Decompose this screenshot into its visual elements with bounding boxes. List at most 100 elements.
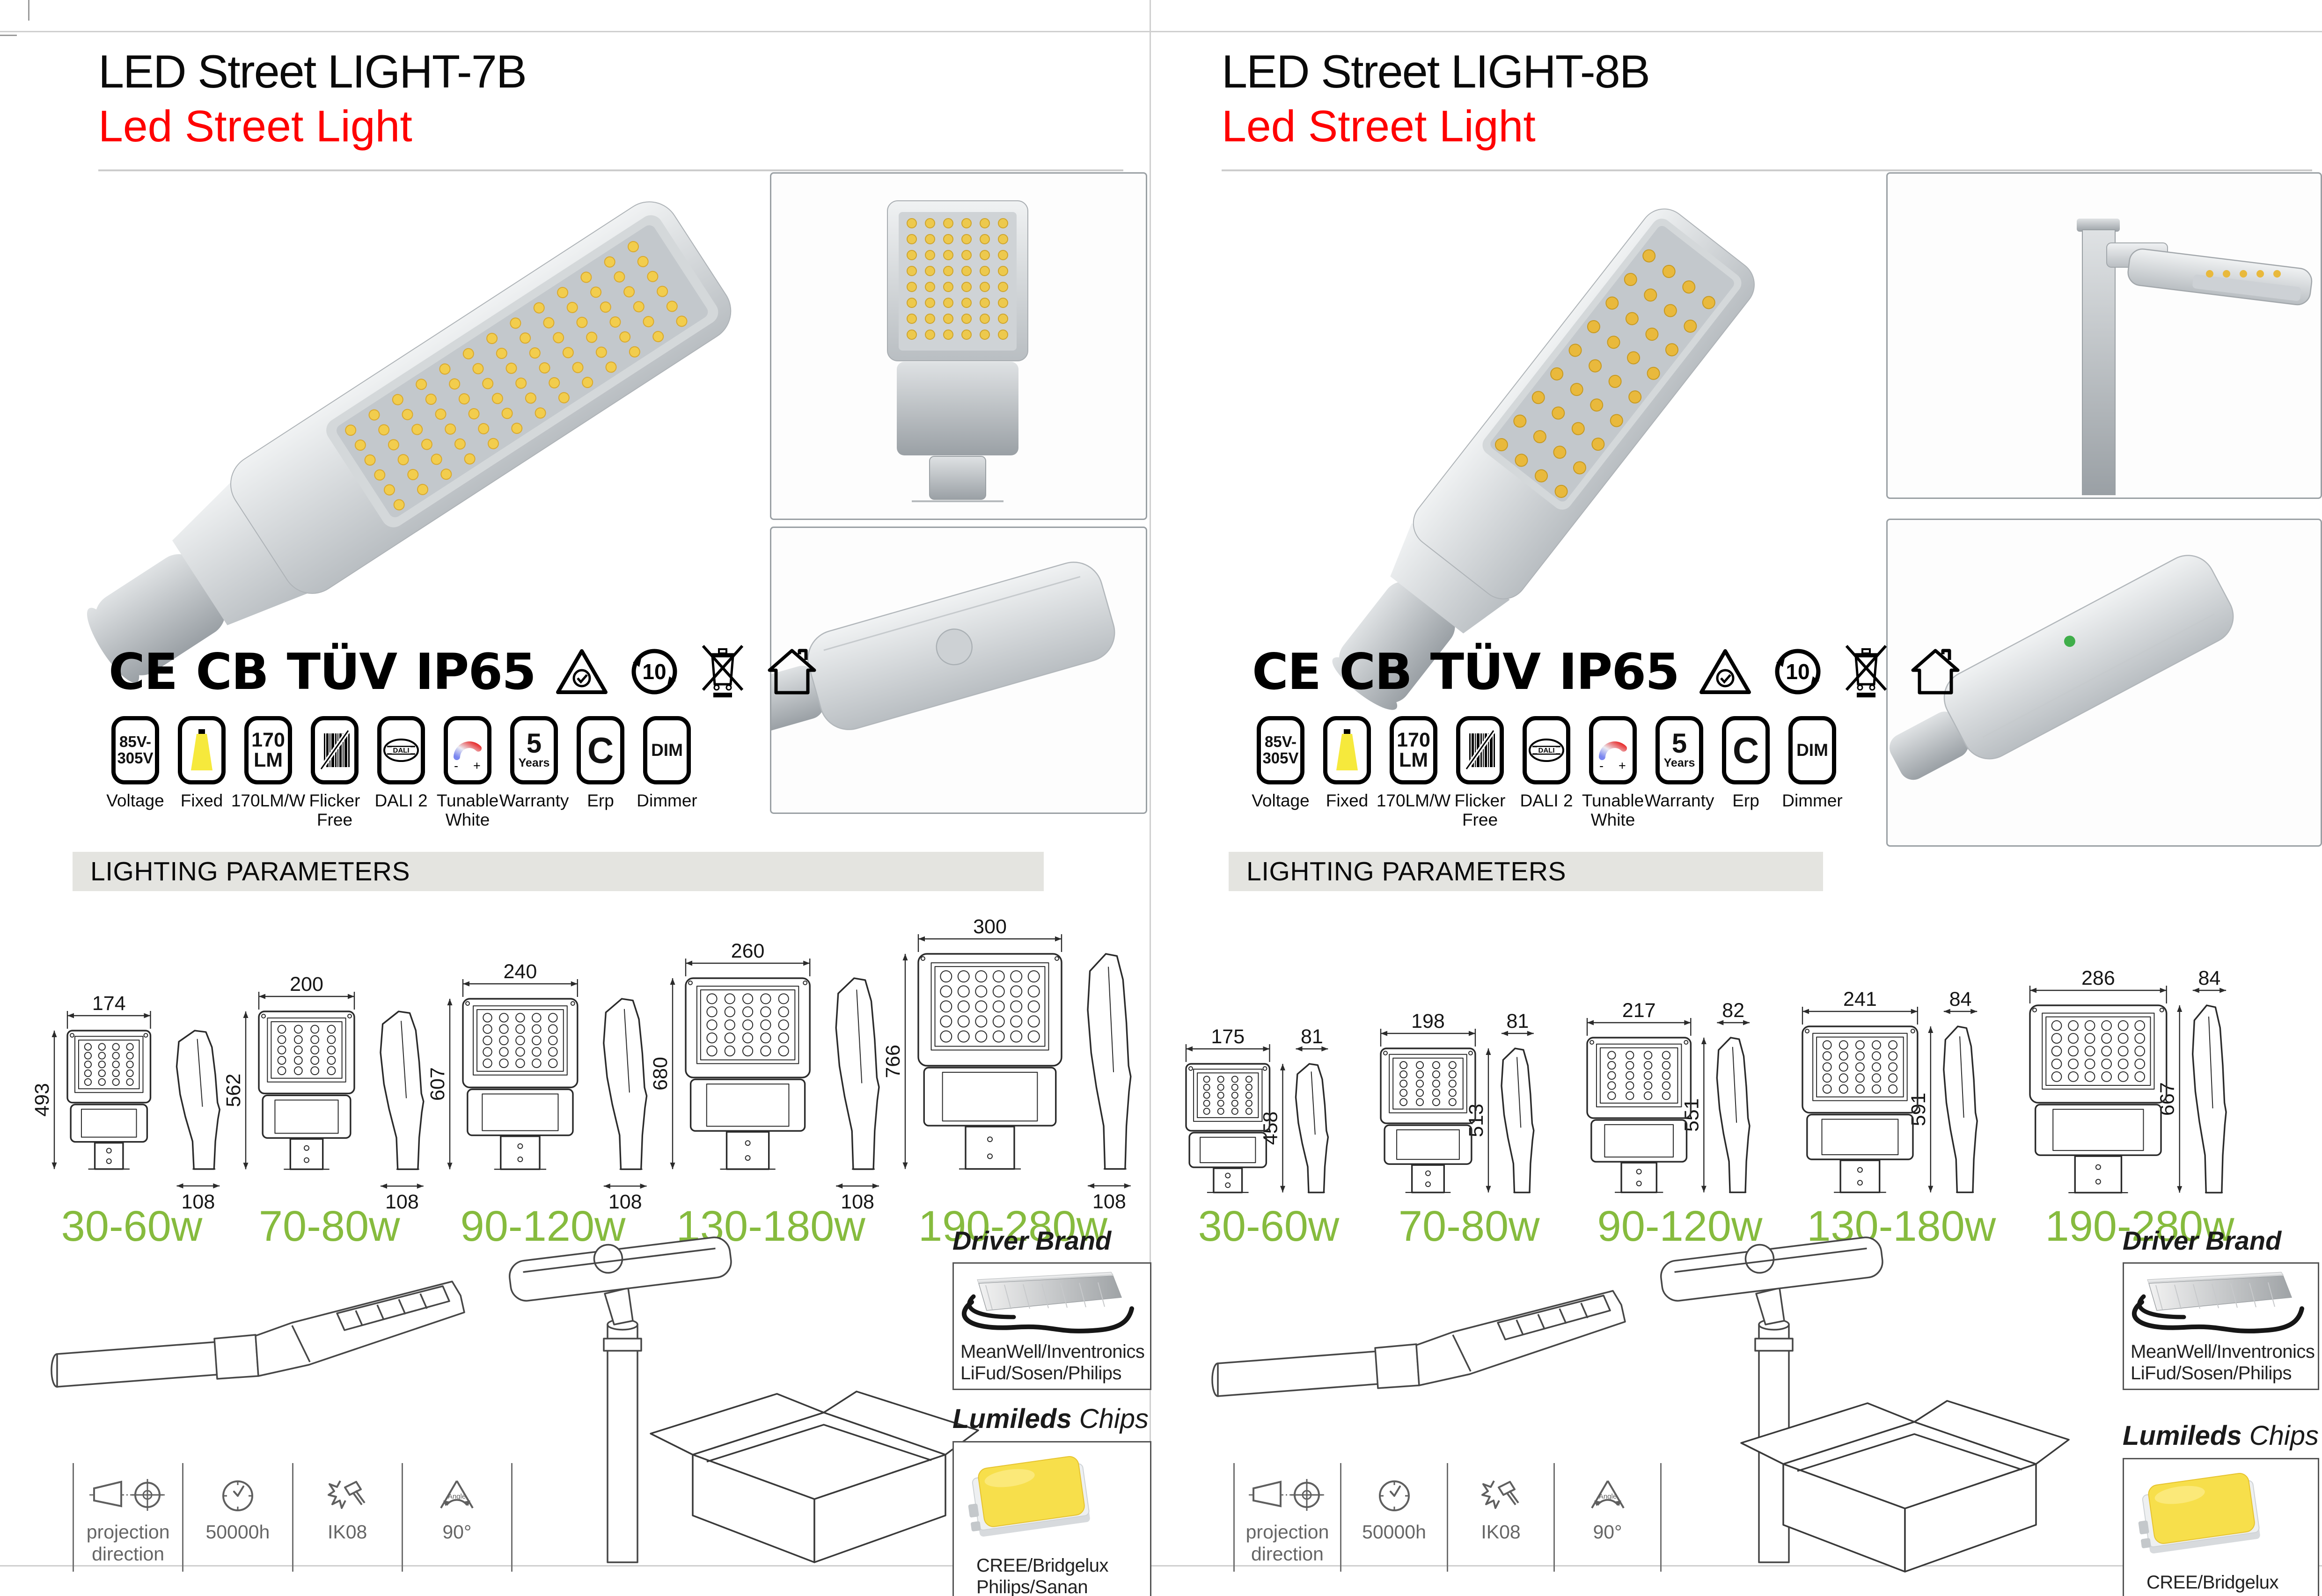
spec-beam-angle-icon: Angle <box>1588 1466 1627 1515</box>
spec-impact-rating: IK08 <box>1447 1463 1553 1572</box>
product-photo <box>1161 163 1853 710</box>
spec-label: 90° <box>1593 1521 1622 1543</box>
pole-mount-illustration-horizontal <box>1208 1239 1629 1455</box>
ce-mark-icon: CE <box>1252 643 1321 701</box>
spec-label: 50000h <box>1362 1521 1426 1543</box>
svg-text:81: 81 <box>1301 1025 1323 1048</box>
ce-mark-icon: CE <box>109 643 178 701</box>
feature-erp: C Erp <box>567 716 634 830</box>
spec-beam-angle: Angle 90° <box>1553 1463 1662 1572</box>
led-chip-photo <box>2128 1464 2314 1569</box>
photo-frame-top <box>1886 172 2322 499</box>
chips-brand-name: Lumileds <box>2123 1420 2242 1451</box>
svg-text:300: 300 <box>973 915 1007 938</box>
tuv-mark-icon: TÜV <box>1430 643 1541 701</box>
wattage-range: 190-280w <box>918 1202 1108 1250</box>
svg-text:108: 108 <box>182 1191 215 1213</box>
svg-text:108: 108 <box>385 1191 419 1213</box>
feature-label: Erp <box>587 791 614 810</box>
erp-letter: C <box>1732 729 1759 771</box>
trim-rule-bottom <box>0 1565 2322 1567</box>
svg-text:108: 108 <box>608 1191 642 1213</box>
feature-label: Tunable White <box>436 791 499 830</box>
svg-text:241: 241 <box>1843 988 1877 1010</box>
lighting-parameters-heading: LIGHTING PARAMETERS <box>90 857 410 886</box>
svg-text:Angle: Angle <box>448 1493 466 1501</box>
svg-text:10: 10 <box>1786 659 1809 684</box>
svg-text:591: 591 <box>1907 1092 1930 1126</box>
svg-text:10: 10 <box>642 659 666 684</box>
spec-lifetime: 50000h <box>1340 1463 1447 1572</box>
svg-text:82: 82 <box>1722 999 1744 1022</box>
product-photo <box>37 163 732 683</box>
chips-box: CREE/Bridgelux Philips/Sanan <box>952 1441 1151 1596</box>
svg-text:551: 551 <box>1680 1098 1703 1132</box>
house-safety-icon <box>765 647 819 696</box>
light-beam-glyph <box>191 729 212 770</box>
photo-frame-top <box>770 172 1147 520</box>
dim-text: DIM <box>651 740 683 760</box>
packaging-carton-drawing <box>1727 1324 2070 1576</box>
svg-text:680: 680 <box>649 1057 672 1091</box>
feature-flicker-free: Flicker Free <box>301 716 368 830</box>
warranty-unit: Years <box>1663 756 1695 770</box>
svg-text:493: 493 <box>31 1083 53 1117</box>
crop-mark <box>0 35 17 36</box>
chip-brands-line1: CREE/Bridgelux <box>2146 1572 2279 1593</box>
house-safety-icon <box>1908 647 1963 696</box>
svg-text:-: - <box>454 759 458 773</box>
voltage-min: 85V- <box>119 733 151 751</box>
lighting-parameters-bar: LIGHTING PARAMETERS <box>73 852 1044 891</box>
packaging-carton-drawing <box>637 1314 979 1567</box>
rohs-10-years-icon: 10 <box>628 645 681 698</box>
driver-brands-line1: MeanWell/Inventronics <box>2131 1341 2315 1362</box>
feature-flicker-free: Flicker Free <box>1447 716 1513 830</box>
feature-label: DALI 2 <box>374 791 428 810</box>
lumen-value: 170 <box>251 729 285 751</box>
spec-lifetime-icon <box>219 1466 256 1515</box>
driver-brand-heading: Driver Brand <box>2123 1226 2282 1255</box>
feature-tunable-white: -+Tunable White <box>1580 716 1646 830</box>
feature-label: Tunable White <box>1582 791 1644 830</box>
rcm-mark-icon <box>554 647 609 696</box>
feature-label: Warranty <box>499 791 569 810</box>
pole-mount-illustration-vertical <box>473 1188 763 1563</box>
product-subtitle: Led Street Light <box>1222 102 1536 151</box>
barcode-glyph <box>1464 729 1496 770</box>
lumen-unit: LM <box>1399 749 1428 771</box>
dali-logo-glyph: DALI <box>383 739 419 762</box>
color-temperature-glyph: -+ <box>454 741 482 773</box>
feature-label: Erp <box>1732 791 1759 810</box>
chips-heading-suffix: Chips <box>1079 1404 1149 1435</box>
photo-frame-bottom <box>1886 519 2322 847</box>
title-divider <box>1222 169 2312 171</box>
erp-letter: C <box>587 729 614 771</box>
chips-heading: Lumileds Chips <box>952 1403 1151 1435</box>
spec-projection-direction: projection direction <box>73 1463 182 1572</box>
feature-voltage-icon: 85V-305V <box>111 716 159 784</box>
driver-brand-box: MeanWell/Inventronics LiFud/Sosen/Philip… <box>952 1262 1151 1391</box>
barcode-glyph <box>319 729 351 770</box>
feature-tunable-white: -+ Tunable White <box>434 716 501 830</box>
feature-label: Voltage <box>1252 791 1310 810</box>
tuv-mark-icon: TÜV <box>286 643 397 701</box>
chips-brand-name: Lumileds <box>952 1404 1072 1435</box>
feature-dali-icon: DALI <box>377 716 425 784</box>
spec-projection-direction: projection direction <box>1233 1463 1340 1572</box>
wattage-range: 190-280w <box>2045 1202 2234 1250</box>
spec-projection-direction-icon <box>1248 1466 1327 1515</box>
